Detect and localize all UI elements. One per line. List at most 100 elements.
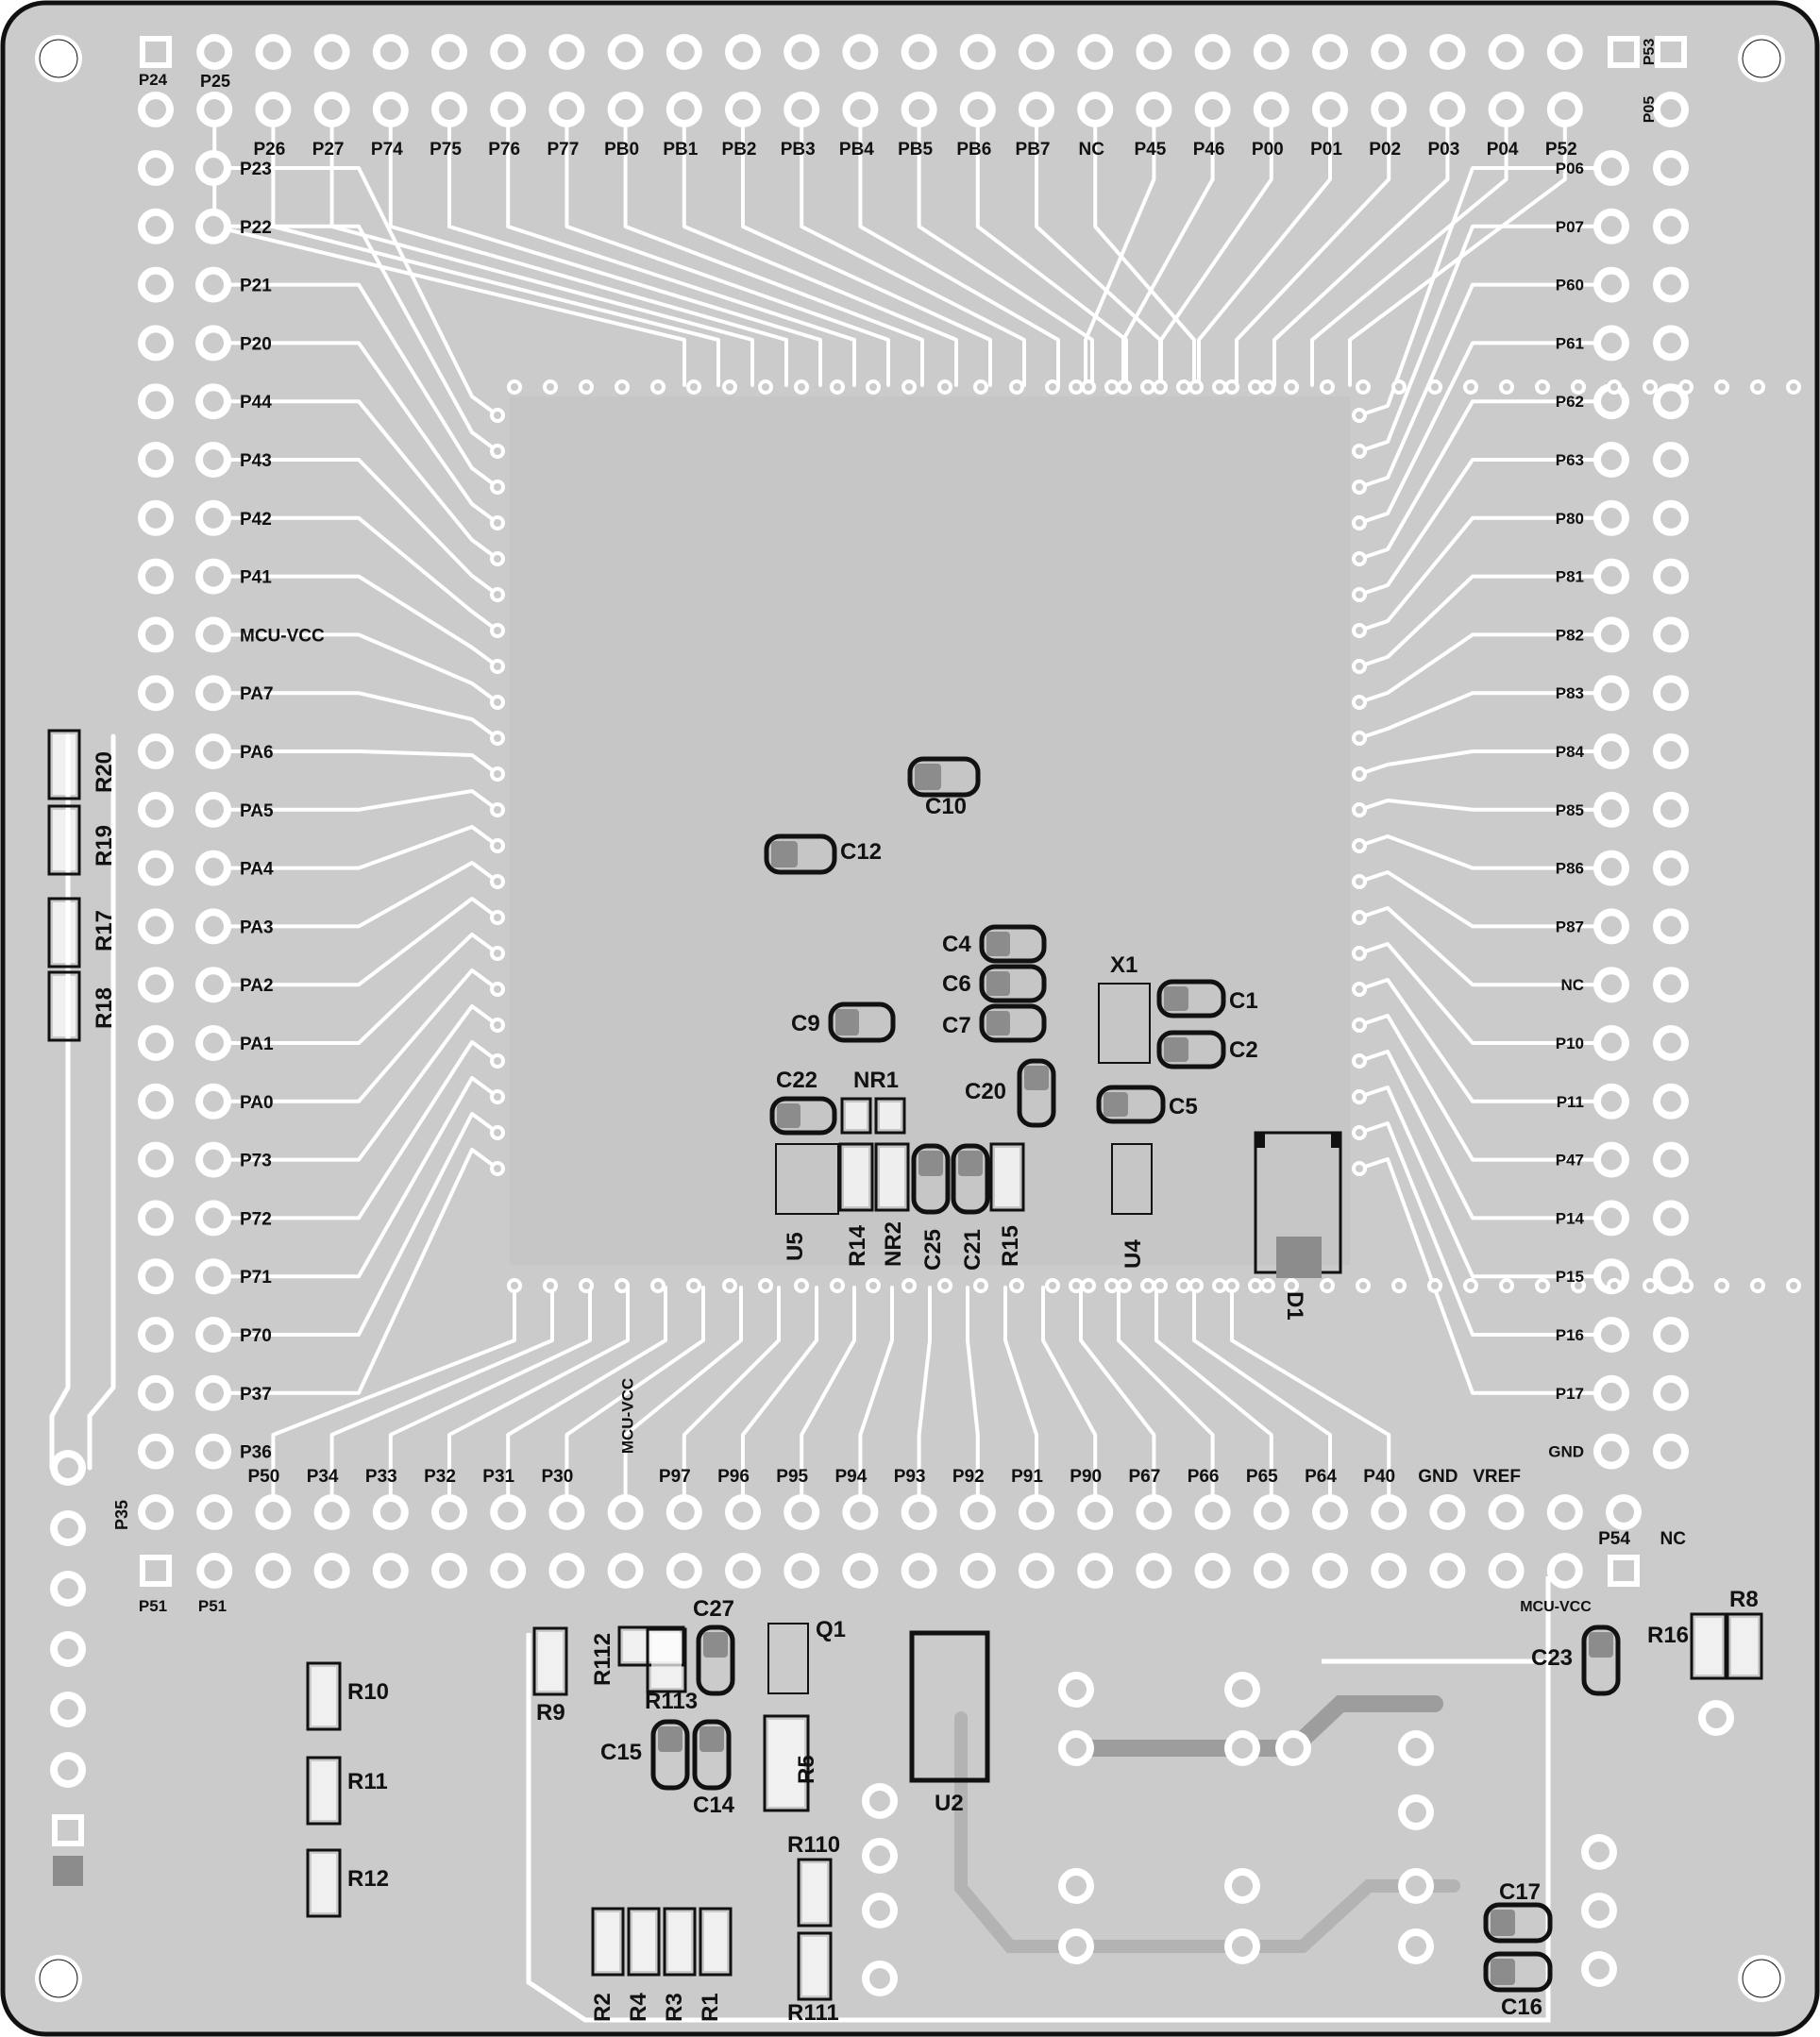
left-header-label: P70 — [240, 1326, 272, 1346]
resistor-r10-pad — [312, 1667, 336, 1726]
via-hole — [1356, 519, 1363, 527]
via-hole — [977, 383, 985, 391]
top-header-pad-hole — [1260, 99, 1282, 120]
bottom-header-pad-hole — [497, 1560, 519, 1581]
trace — [49, 733, 71, 1471]
trace — [1235, 108, 1391, 387]
top-header-label: PB2 — [722, 140, 757, 160]
left-header-label: PA7 — [240, 684, 274, 704]
edge-connector-pad-hole — [58, 1457, 78, 1478]
via-hole — [1356, 447, 1363, 455]
left-header-pad-hole — [145, 741, 166, 762]
component-label: R20 — [92, 751, 117, 793]
via-hole — [494, 412, 501, 419]
capacitor-c5-pad — [1104, 1092, 1128, 1117]
power-pad-hole — [1406, 1802, 1426, 1823]
right-header-pad-hole — [1660, 624, 1681, 646]
capacitor-c22-pad — [777, 1103, 800, 1128]
via-hole — [1718, 383, 1726, 391]
left-header-pad-hole — [145, 799, 166, 820]
trace — [1357, 691, 1613, 740]
top-header-pad-hole — [850, 42, 871, 62]
edge-connector-pad-hole — [58, 1699, 78, 1720]
bottom-header-pad-hole — [791, 1560, 813, 1581]
trace — [1230, 1286, 1391, 1514]
top-header-label: PB1 — [663, 140, 698, 160]
trace — [211, 933, 499, 1045]
component-label: C23 — [1531, 1645, 1573, 1671]
trace — [1357, 799, 1613, 812]
top-header-pad-hole — [1660, 99, 1681, 120]
via-hole — [1252, 383, 1259, 391]
resistor-r18 — [47, 970, 81, 1042]
top-header-label: P04 — [1487, 140, 1519, 160]
component-label: X1 — [1110, 952, 1138, 978]
via-hole — [494, 985, 501, 993]
trace — [211, 1112, 499, 1337]
via-hole — [1431, 1282, 1439, 1289]
left-header-pad-hole — [145, 565, 166, 587]
right-header-pad-hole — [1601, 158, 1622, 178]
via-hole — [1503, 1282, 1510, 1289]
resistor-r15 — [989, 1142, 1025, 1212]
via-hole — [1356, 985, 1363, 993]
bottom-header-pad-hole — [1260, 1502, 1282, 1523]
left-header-label: P71 — [240, 1268, 272, 1288]
left-header-pad-hole — [203, 682, 224, 704]
trace — [565, 1286, 705, 1514]
via-hole — [494, 1129, 501, 1136]
top-header-pad-hole — [379, 42, 401, 62]
component-label: C25 — [920, 1229, 946, 1271]
component-label: C22 — [776, 1068, 817, 1093]
bottom-header-pad-hole — [1320, 1560, 1340, 1581]
bottom-header-pad-hole — [439, 1560, 460, 1581]
left-header-pad-hole — [145, 1440, 166, 1462]
left-header-pad-hole — [145, 857, 166, 879]
right-header-label: NC — [1560, 976, 1584, 994]
capacitor-c1 — [1156, 979, 1226, 1018]
trace — [447, 1286, 630, 1514]
pad-layer — [50, 34, 1801, 1996]
crystal-x1 — [1098, 983, 1151, 1064]
via-hole — [1356, 663, 1363, 670]
left-header-pad-hole — [203, 1266, 224, 1288]
power-pad-hole — [1706, 1708, 1727, 1728]
bottom-header-pad-hole — [321, 1502, 343, 1523]
top-header-pad-hole — [262, 99, 284, 120]
via-hole — [1646, 383, 1654, 391]
capacitor-c22 — [769, 1096, 837, 1136]
top-header-pad-hole — [908, 42, 930, 62]
left-header-pad-hole — [145, 158, 166, 178]
trace — [211, 166, 499, 417]
top-header-label: P02 — [1369, 140, 1401, 160]
mounting-hole-ring — [39, 39, 78, 78]
right-header-label: P81 — [1556, 568, 1584, 586]
right-header-label: P14 — [1556, 1209, 1585, 1227]
right-header-pad-hole — [1601, 741, 1622, 762]
bottom-header-pad-hole — [1613, 1502, 1634, 1523]
bottom-header-pad-hole — [556, 1502, 578, 1523]
left-header-pad-hole — [203, 449, 224, 470]
capacitor-c20 — [1017, 1058, 1056, 1128]
component-label: U4 — [1121, 1239, 1146, 1269]
trace — [966, 1286, 980, 1514]
top-header-label: P24 — [139, 71, 168, 89]
component-label: C21 — [960, 1229, 986, 1271]
left-header-pad-hole — [203, 215, 224, 237]
via-hole — [690, 383, 698, 391]
trace — [87, 733, 116, 1471]
bottom-header-pad-hole — [1554, 1560, 1576, 1581]
trace — [1197, 108, 1332, 387]
via-hole — [1610, 383, 1618, 391]
component-label: R18 — [92, 987, 117, 1029]
via-hole — [1264, 383, 1272, 391]
bottom-header-pad-hole — [262, 1502, 284, 1523]
via-hole — [1575, 383, 1582, 391]
via-hole — [1356, 1093, 1363, 1101]
via-hole — [1049, 1282, 1056, 1289]
trace — [211, 691, 499, 740]
via-hole — [1682, 383, 1690, 391]
right-header-pad-hole — [1660, 974, 1681, 996]
left-header-label: PA1 — [240, 1035, 274, 1054]
right-header-label: P60 — [1556, 277, 1584, 295]
